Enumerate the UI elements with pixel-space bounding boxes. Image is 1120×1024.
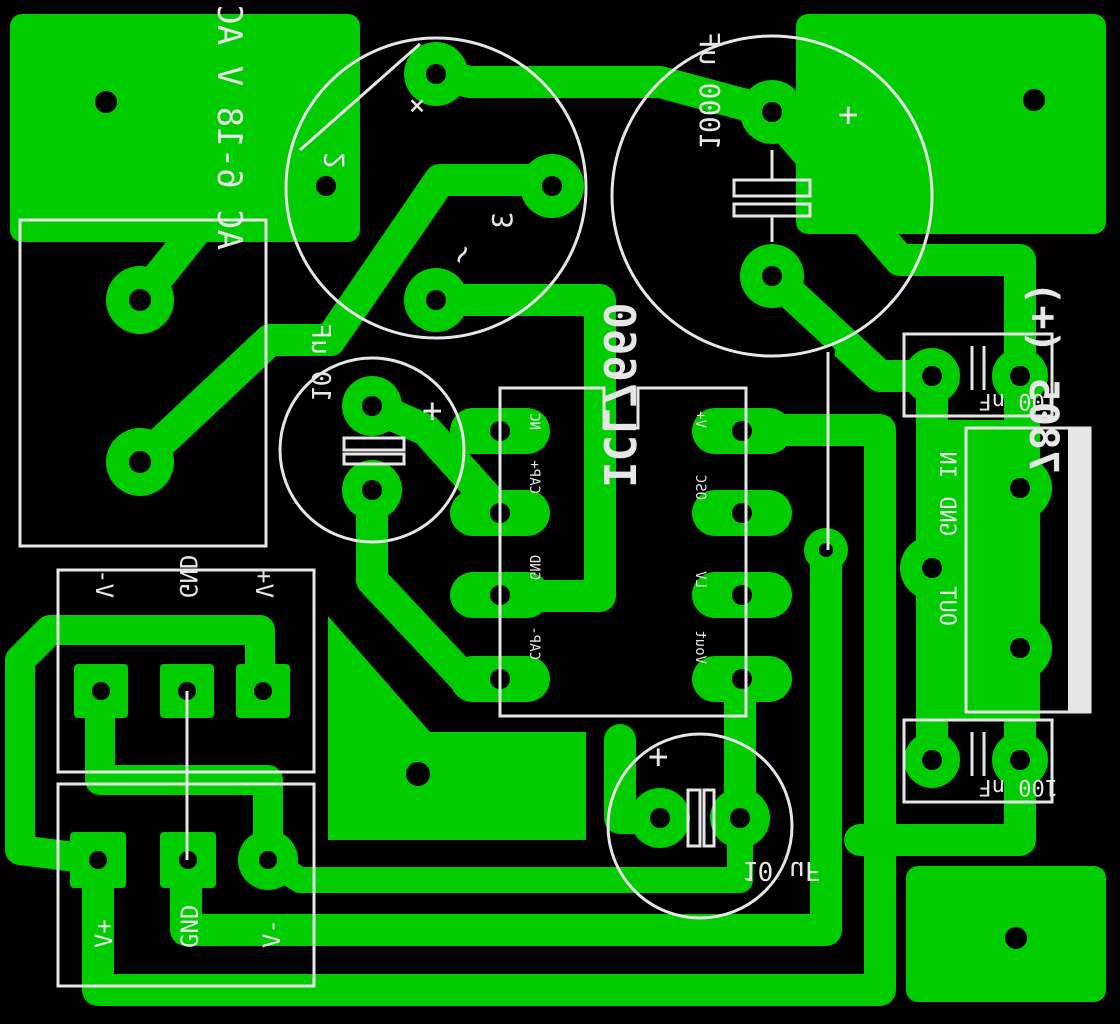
trace-v-header-loop	[5, 615, 275, 875]
trace-plus-rail	[756, 96, 1036, 390]
transformer-label: AC 6-18 V AC	[209, 4, 249, 250]
trace-ac2	[124, 164, 568, 478]
ic-pin-osc-label: OSC	[692, 475, 708, 500]
drill	[129, 289, 151, 311]
drill	[732, 421, 752, 441]
rectifier-tilde-label: ~	[440, 236, 483, 272]
rectifier-pin3-label: 3	[486, 212, 519, 229]
ic-label: ICL7660	[593, 303, 644, 488]
cap-10uf-bottom-label: 10 uF	[742, 855, 820, 885]
trace-reg-out	[844, 630, 1036, 856]
mount-hole	[406, 762, 430, 786]
ground-pour-center	[328, 616, 586, 840]
drill	[762, 266, 782, 286]
ic-outline	[498, 386, 748, 718]
drill	[254, 682, 272, 700]
rectifier-outline	[284, 36, 588, 340]
drill	[426, 290, 446, 310]
ic-pin-vout-label: Vout	[692, 630, 708, 664]
cap-100nf-bottom-outline	[902, 718, 1054, 804]
drill	[362, 396, 382, 416]
silkscreen	[18, 34, 1092, 988]
reg-out-label: OUT	[934, 586, 959, 626]
cap-10uf-bottom-plus-label: +	[648, 737, 668, 777]
drill	[1010, 750, 1030, 770]
trace-rect-minus	[420, 284, 616, 404]
header-bottom-vplus-label: V+	[90, 919, 118, 948]
drill	[92, 682, 110, 700]
mount-hole	[1023, 89, 1045, 111]
header-bottom-vminus-label: V-	[258, 919, 286, 948]
cap-10uf-top-plus-label: +	[422, 391, 442, 431]
ic-pin-cap-minus-label: CAP-	[526, 626, 542, 660]
cap-100nf-bottom-symbol	[970, 732, 986, 776]
trace-vminus-out	[170, 534, 842, 946]
drill	[362, 480, 382, 500]
header-bottom-gnd-label: GND	[176, 905, 204, 948]
ic-pin-lv-label: LV	[692, 571, 708, 588]
header-top-gnd-label: GND	[174, 555, 202, 598]
trace-vplus-ic	[82, 414, 896, 1006]
drill	[1010, 478, 1030, 498]
regulator-label: 7805 (+)	[1020, 281, 1066, 474]
transformer-outline	[18, 218, 268, 548]
drill	[129, 451, 151, 473]
drill	[732, 503, 752, 523]
cap-100nf-top-symbol	[970, 346, 986, 390]
main-cap-label: 1000 uF	[693, 32, 726, 150]
drill	[316, 176, 336, 196]
reg-gnd-label: GND	[934, 496, 959, 536]
cap-10uf-bottom-outline	[606, 732, 794, 920]
main-cap-plus-label: +	[838, 95, 858, 135]
drill	[732, 585, 752, 605]
drill	[542, 176, 562, 196]
cap-10uf-top-symbol	[342, 436, 406, 466]
cap-10uf-bottom-symbol	[686, 788, 716, 848]
ic-pin-cap-plus-label: CAP+	[526, 460, 542, 494]
rectifier-flat	[299, 42, 421, 152]
drill	[259, 851, 277, 869]
main-cap-outline	[610, 34, 934, 358]
cap-100nf-bottom-label: 100 nF	[979, 774, 1058, 799]
drill	[650, 808, 670, 828]
drill	[89, 851, 107, 869]
ic-pin-gnd-label: GND	[526, 555, 542, 580]
drill	[1010, 638, 1030, 658]
drill	[922, 558, 942, 578]
reg-in-label: IN	[934, 452, 959, 479]
mount-hole	[95, 91, 117, 113]
mounting-pad-top-right	[796, 14, 1106, 234]
drill	[819, 543, 833, 557]
header-top-vminus-label: V-	[90, 569, 118, 598]
ic-pin-nc-label: NC	[526, 413, 542, 430]
mount-hole	[1005, 927, 1027, 949]
regulator-tab	[1068, 428, 1090, 712]
cap-10uf-top-label: 10 uF	[305, 324, 335, 402]
cap-10uf-top-outline	[278, 356, 466, 544]
drill	[426, 64, 446, 84]
drill	[762, 102, 782, 122]
drill	[922, 366, 942, 386]
cap-100nf-top-label: 100 nF	[979, 388, 1058, 413]
ic-pin-vplus-label: V+	[692, 411, 708, 428]
main-cap-symbol	[732, 150, 812, 242]
cap-100nf-top-outline	[902, 332, 1054, 418]
drill	[732, 669, 752, 689]
trace-v-header-top	[85, 675, 283, 875]
silkscreen-text: AC 6-18 V AC + 2 3 ~ 1000 uF + 10 uF + I…	[90, 4, 1066, 948]
drill	[1010, 366, 1030, 386]
rectifier-pin2-label: 2	[318, 152, 351, 169]
header-top-vplus-label: V+	[250, 569, 278, 598]
drill	[730, 808, 750, 828]
drill	[922, 750, 942, 770]
